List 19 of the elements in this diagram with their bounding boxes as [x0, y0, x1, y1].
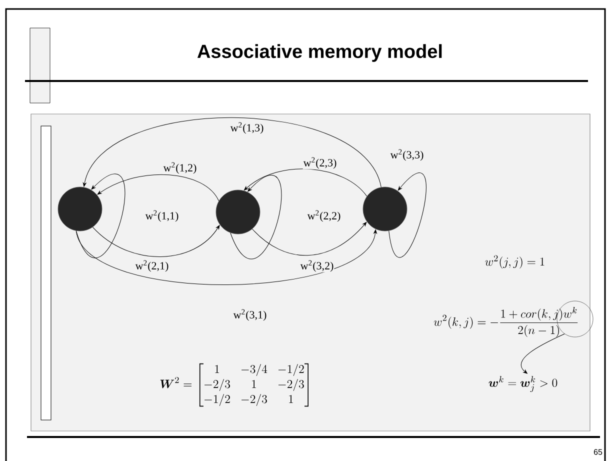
formula: $\boldsymbol{W}^{2} = \begin{bmatrix} 1 & -3/4 & -1/2 \\ -2/3 & 1 & -2/3 \\ -1/2 & -2/3 & 1 \end{bmatrix}$: [160, 363, 308, 407]
neuron: [58, 186, 102, 232]
arrow: [76, 174, 126, 258]
arrow: [388, 172, 426, 258]
formula: $w^{2}(k,j) = -\frac{1+cor(k,j)w^{k}}{2(n-1)}$: [434, 307, 578, 337]
arrow: [82, 117, 382, 188]
formula: $\boldsymbol{w}^{k} = \boldsymbol{w}_{j}^{k} > 0$: [488, 376, 558, 392]
neuron: [216, 190, 260, 234]
arrow: [92, 225, 220, 257]
arrow: [244, 168, 368, 197]
arrow: [520, 334, 565, 374]
page-number: 65: [594, 449, 602, 455]
arrow: [252, 222, 367, 256]
formula: $w^{2}(j,j) = 1$: [485, 255, 544, 269]
arrow: [230, 175, 282, 259]
title: Associative memory model: [197, 44, 442, 62]
arrow: [76, 230, 377, 286]
neuron: [362, 186, 408, 232]
arrow: [97, 174, 220, 202]
